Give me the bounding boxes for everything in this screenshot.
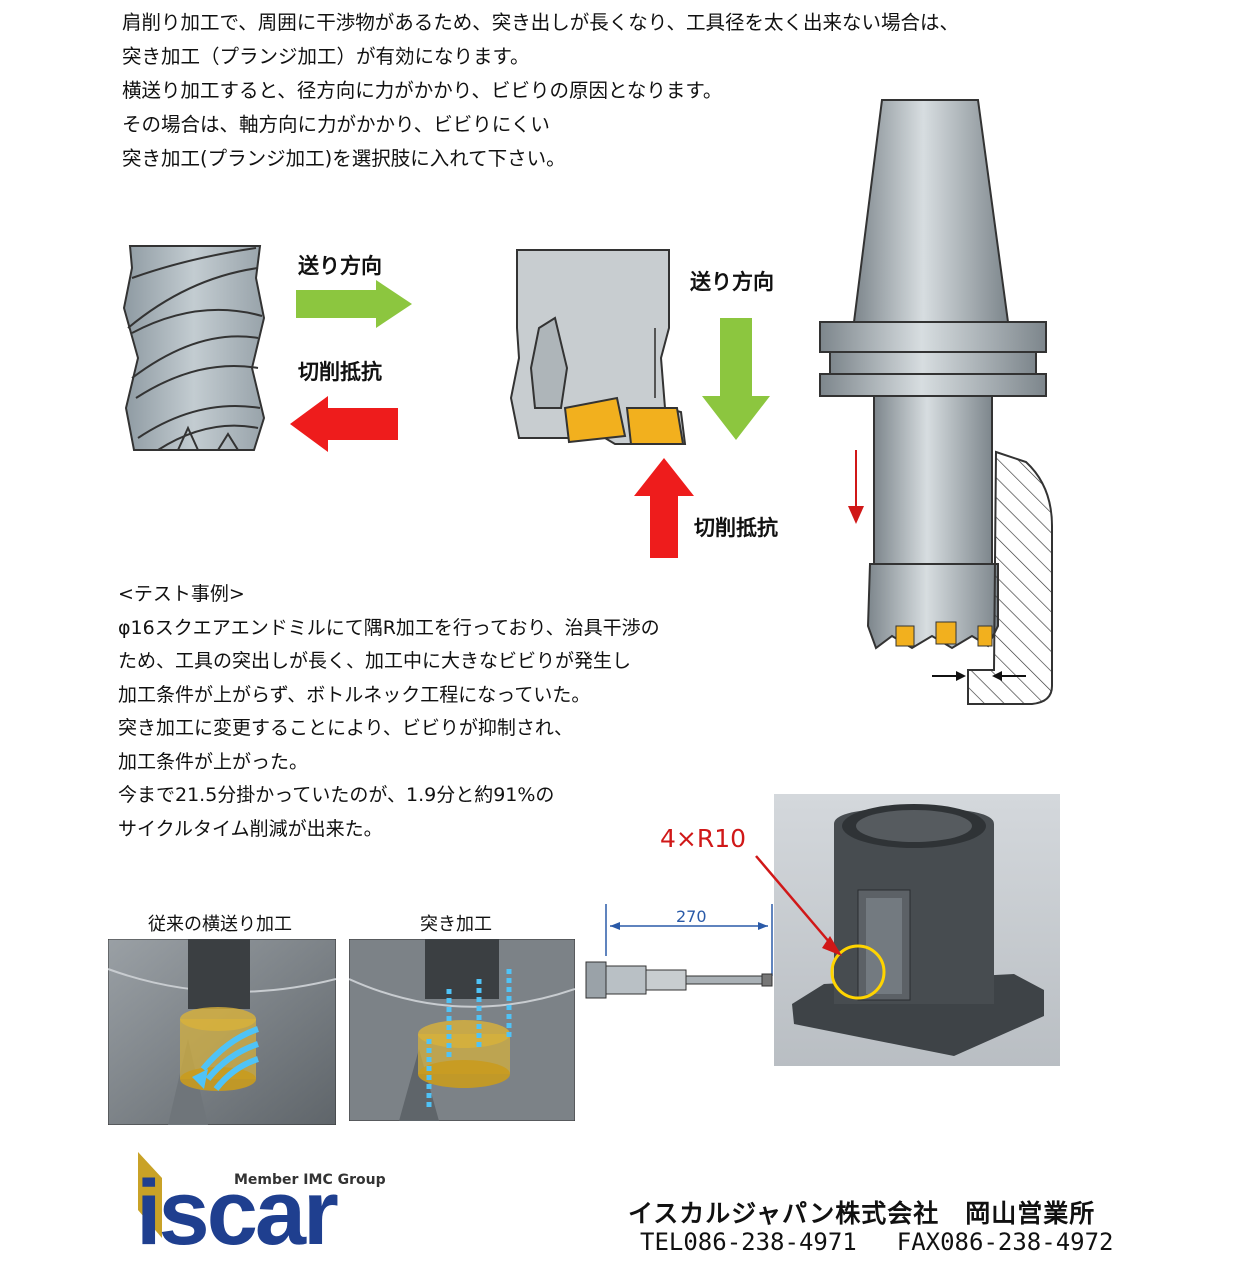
- plunge-feed-arrow-down: [702, 318, 770, 440]
- plunge-resist-label: 切削抵抗: [694, 516, 778, 540]
- cutting-resistance-label: 切削抵抗: [298, 360, 382, 384]
- plunge-resist-arrow-up: [634, 458, 694, 558]
- logo-tagline: Member IMC Group: [234, 1172, 386, 1188]
- footer-company: イスカルジャパン株式会社 岡山営業所: [628, 1199, 1096, 1228]
- endmill-illustration: [122, 245, 266, 451]
- logo-wordmark: iscar: [136, 1162, 338, 1250]
- case-line: ため、工具の突出しが長く、加工中に大きなビビりが発生し: [118, 650, 632, 672]
- case-line: 加工条件が上がった。: [118, 750, 309, 773]
- intro-line: 横送り加工すると、径方向に力がかかり、ビビりの原因となります。: [122, 79, 723, 102]
- intro-line: 突き加工（プランジ加工）が有効になります。: [122, 45, 530, 68]
- plunge-simulation-image: [349, 939, 575, 1121]
- intro-text: 肩削り加工で、周囲に干渉物があるため、突き出しが長くなり、工具径を太く出来ない場…: [122, 6, 959, 176]
- intro-line: その場合は、軸方向に力がかかり、ビビりにくい: [122, 113, 550, 136]
- case-line: 突き加工に変更することにより、ビビりが抑制され、: [118, 717, 574, 739]
- side-feed-simulation-image: [108, 939, 336, 1125]
- part-render-image: [774, 794, 1060, 1066]
- test-case-text: <テスト事例> φ16スクエアエンドミルにて隅R加工を行っており、治具干渉の た…: [118, 578, 660, 846]
- case-line: 今まで21.5分掛かっていたのが、1.9分と約91%の: [118, 784, 555, 806]
- footer-fax: FAX086-238-4972: [896, 1228, 1114, 1256]
- plunge-caption: 突き加工: [420, 914, 492, 935]
- dimension-label: 270: [676, 907, 707, 926]
- plunge-feed-label: 送り方向: [690, 270, 774, 294]
- corner-pointer-arrow: [755, 855, 842, 956]
- iscar-logo: iscar: [136, 1152, 341, 1250]
- case-line: 加工条件が上がらず、ボトルネック工程になっていた。: [118, 683, 591, 706]
- footer-contact: TEL086-238-4971 FAX086-238-4972: [640, 1228, 1154, 1256]
- side-feed-caption: 従来の横送り加工: [148, 914, 292, 935]
- corner-radius-label: 4×R10: [660, 824, 747, 853]
- footer-tel: TEL086-238-4971: [640, 1228, 857, 1256]
- intro-line: 肩削り加工で、周囲に干渉物があるため、突き出しが長くなり、工具径を太く出来ない場…: [122, 11, 959, 34]
- holder-cutter-illustration: [819, 99, 1053, 705]
- intro-line: 突き加工(プランジ加工)を選択肢に入れて下さい。: [122, 147, 566, 170]
- feed-direction-label: 送り方向: [298, 254, 382, 278]
- case-line: φ16スクエアエンドミルにて隅R加工を行っており、治具干渉の: [118, 616, 660, 639]
- plunge-cutter-illustration: [509, 249, 687, 445]
- tool-dimension-drawing: [585, 904, 773, 999]
- case-line: <テスト事例>: [118, 583, 245, 605]
- feed-arrow-right: [296, 280, 412, 328]
- resistance-arrow-left: [290, 396, 398, 452]
- case-line: サイクルタイム削減が出来た。: [118, 817, 383, 840]
